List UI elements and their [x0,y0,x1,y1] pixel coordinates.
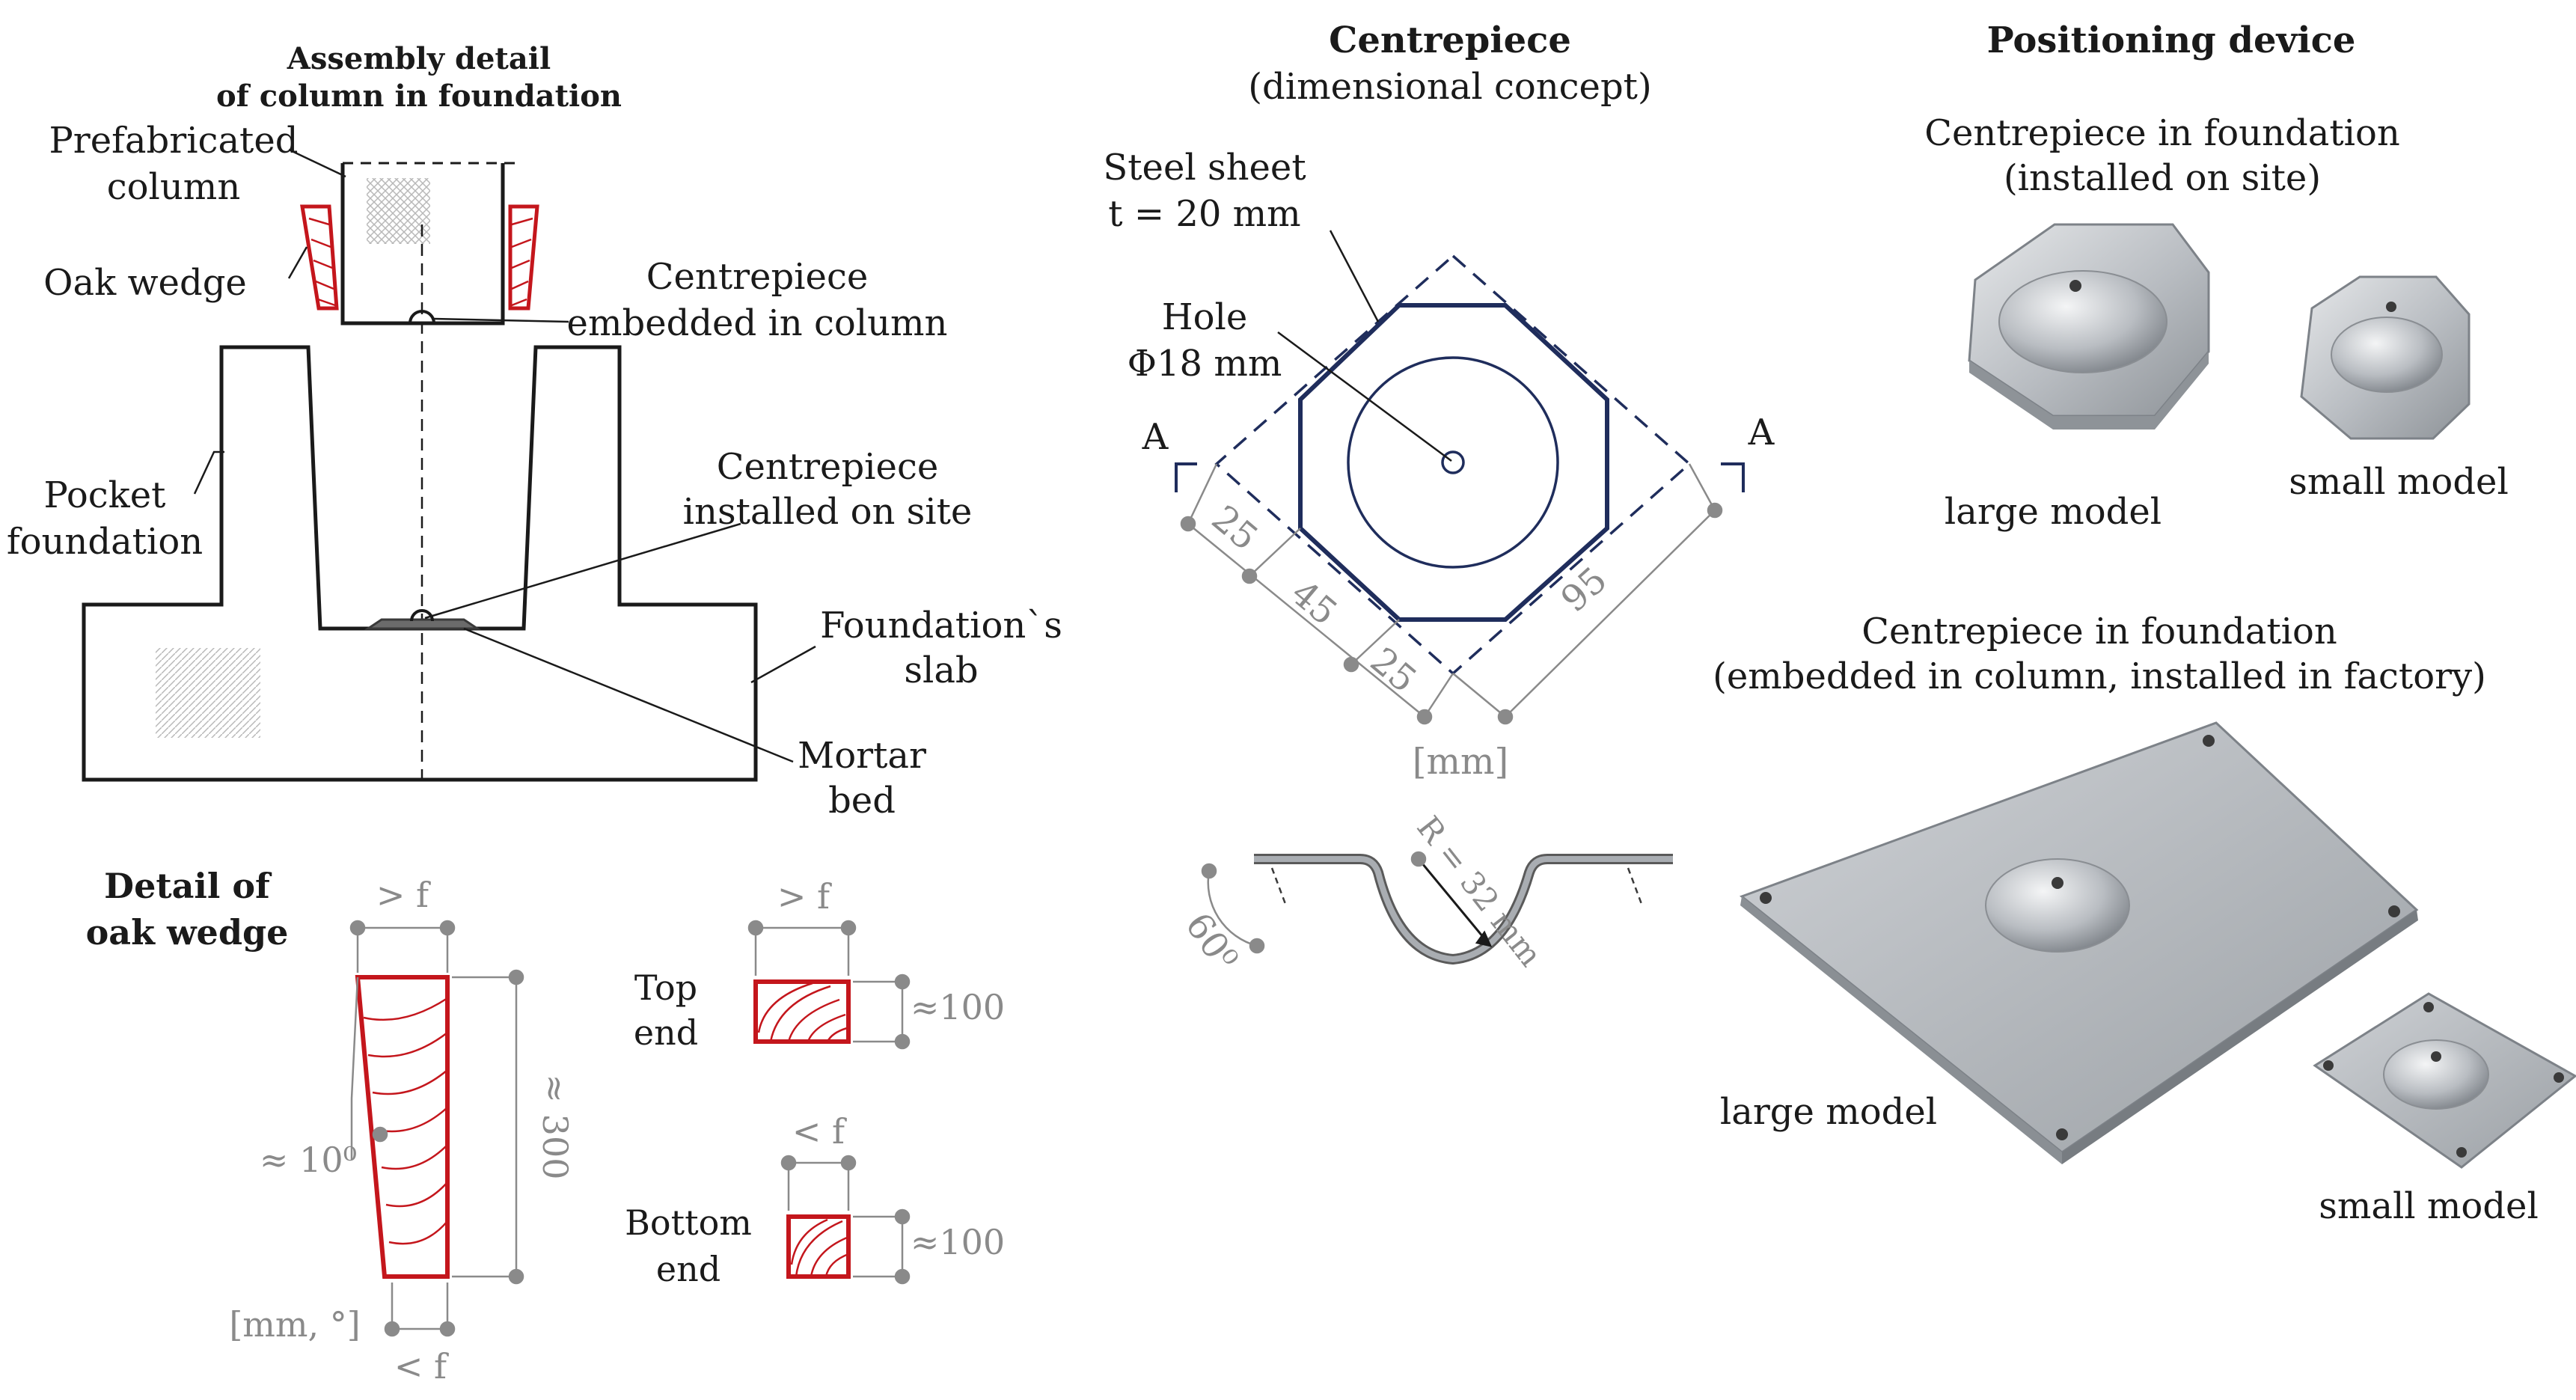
wedge-elevation [355,975,450,1279]
hole-label-2: Φ18 mm [1128,343,1282,385]
site-small-label: small model [2289,461,2509,503]
label-slab-1: Foundation`s [820,605,1062,646]
centrepiece-on-site-symbol [410,609,434,622]
section-a-left: A [1142,416,1169,458]
dome-circle [1347,356,1559,569]
label-centrepiece-column-1: Centrepiece [646,256,868,298]
wedge-units: [mm, °] [229,1304,360,1345]
assembly-title-2: of column in foundation [216,79,622,114]
oak-wedge-right [508,204,539,311]
site-large-label: large model [1945,491,2162,533]
bottom-end-dim-w: < f [792,1111,847,1152]
top-end-2: end [634,1012,698,1053]
bottom-end-2: end [656,1249,721,1289]
top-end-dim-h: ≈100 [911,987,1005,1027]
section-a-right: A [1748,412,1775,453]
dim-25-a: 25 [1204,498,1266,559]
hole-label-1: Hole [1162,296,1248,338]
positioning-device: Positioning device Centrepiece in founda… [1713,19,2576,1227]
plate-dimensions [1180,463,1723,725]
top-end-dims [747,920,911,1050]
wedge-detail: Detail of oak wedge > f ≈ 300 ≈ 10⁰ [mm,… [86,866,1006,1387]
label-oak-wedge: Oak wedge [43,262,247,304]
slab-hatch [156,648,260,738]
dim-25-b: 25 [1362,640,1425,701]
section-dims [1201,851,1493,954]
wedge-dim-bottom: < f [394,1346,449,1387]
bottom-end-1: Bottom [625,1202,752,1243]
top-end-section [753,979,851,1044]
bottom-end-dims [780,1155,911,1285]
top-end-1: Top [634,968,697,1008]
factory-small-label: small model [2319,1185,2539,1227]
top-end-dim-w: > f [777,876,832,917]
wedge-dim-height: ≈ 300 [535,1075,575,1180]
section-a-markers [1175,462,1745,492]
label-pocket-2: foundation [7,521,203,563]
bottom-end-section [786,1214,851,1279]
wedge-title-2: oak wedge [86,912,289,953]
centrepiece-subtitle: (dimensional concept) [1248,66,1651,108]
section-angle: 60⁰ [1177,905,1246,979]
section-view [1254,854,1673,965]
centrepiece-leaders [1277,230,1452,462]
site-title-1: Centrepiece in foundation [1924,112,2400,154]
factory-title-1: Centrepiece in foundation [1861,611,2337,652]
factory-large-model-image [1739,721,2419,1164]
dim-45: 45 [1283,572,1345,634]
factory-small-model-image [2313,992,2576,1169]
wedge-dim-top: > f [376,875,431,915]
mortar-bed [364,618,481,630]
pocket-foundation-outline [82,345,758,782]
label-slab-2: slab [904,649,978,691]
oak-wedge-left [300,204,339,311]
plate-octagon [1298,303,1609,622]
steel-sheet-label-1: Steel sheet [1103,147,1306,189]
plate-envelope-dashed [1214,254,1692,676]
positioning-title: Positioning device [1987,19,2356,61]
wedge-title-1: Detail of [104,866,272,906]
site-title-2: (installed on site) [2004,157,2321,199]
label-mortar-2: bed [828,780,896,822]
label-prefabricated-2: column [107,166,240,208]
assembly-title-1: Assembly detail [287,41,551,76]
label-centrepiece-column-2: embedded in column [567,302,948,344]
wedge-angle: ≈ 10⁰ [260,1140,357,1180]
units-mm: [mm] [1413,741,1508,783]
site-large-model-image [1968,223,2210,430]
label-mortar-1: Mortar [798,735,926,777]
label-centrepiece-site-2: installed on site [683,491,973,533]
label-pocket-1: Pocket [44,474,166,516]
wedge-dimensions [349,920,524,1337]
bottom-end-dim-h: ≈100 [911,1222,1005,1262]
label-prefabricated-1: Prefabricated [49,120,299,162]
factory-title-2: (embedded in column, installed in factor… [1713,655,2486,697]
centrepiece-concept: Centrepiece (dimensional concept) Steel … [1103,19,1775,979]
steel-sheet-label-2: t = 20 mm [1108,193,1300,235]
factory-large-label: large model [1720,1091,1937,1133]
column-hatch [367,178,430,244]
centrepiece-title: Centrepiece [1329,19,1571,61]
site-small-model-image [2300,275,2471,440]
hole-circle [1441,450,1465,474]
label-centrepiece-site-1: Centrepiece [717,446,938,488]
assembly-leaders [193,148,816,763]
assembly-detail: Assembly detail of column in foundation [7,41,1062,822]
